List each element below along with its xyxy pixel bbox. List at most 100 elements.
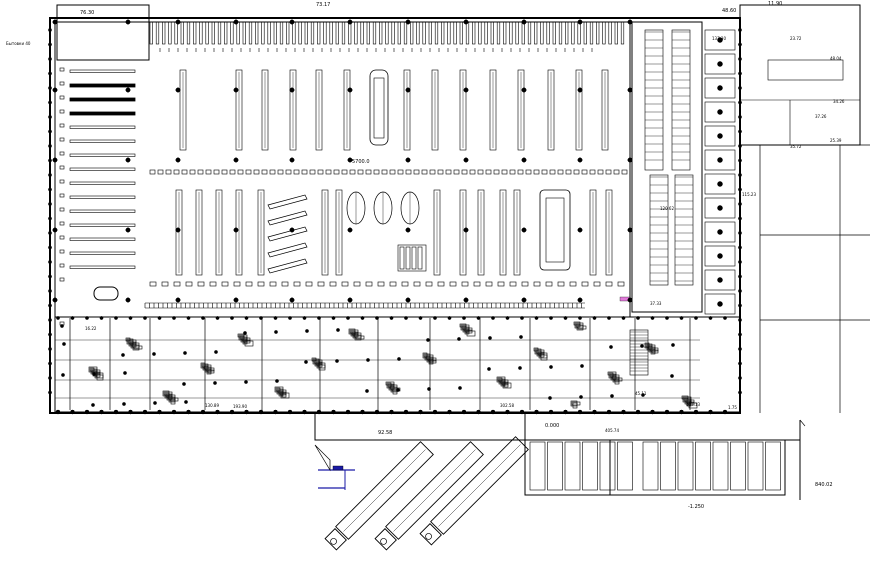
column-dot [347, 19, 353, 25]
perimeter-shelf [180, 21, 184, 45]
label-lower-right-a: 407.13 [686, 402, 700, 407]
mid-band-cell [621, 169, 628, 175]
wall-column [738, 202, 742, 206]
wall-column [738, 216, 742, 221]
gondola-upper [343, 69, 351, 151]
service-stair [629, 329, 649, 376]
service-fixture [463, 327, 473, 332]
left-shelf-row [69, 195, 136, 199]
label-top-right-a: 48.60 [722, 8, 736, 14]
side-room-fixture [717, 85, 723, 91]
service-fixture [459, 323, 467, 328]
mid-band-cell [229, 169, 236, 175]
service-fixture [200, 362, 206, 369]
service-fixture [127, 339, 137, 344]
gondola-upper [517, 69, 525, 151]
left-shelf-row [69, 181, 136, 185]
service-fixture [575, 323, 581, 328]
dock-ramp [314, 444, 331, 472]
wall-column [48, 144, 52, 148]
column-dot [627, 87, 633, 93]
mid-band-cell [421, 169, 428, 175]
service-wing-outline [54, 316, 741, 413]
parking-bay [695, 441, 711, 491]
left-shelf-row [69, 209, 136, 213]
wall-column [48, 289, 52, 293]
mid-band-cell [429, 169, 436, 175]
perimeter-shelf [261, 21, 265, 45]
column-dot [405, 19, 411, 25]
truck-trailer-icon [324, 441, 434, 551]
wall-column [374, 409, 380, 415]
perimeter-shelf [441, 21, 445, 45]
service-fixture [570, 400, 578, 407]
wall-column [738, 231, 742, 235]
service-fixture [572, 402, 578, 409]
service-equipment [61, 373, 65, 377]
label-right-room-e: 35.72 [790, 144, 802, 149]
service-equipment [244, 380, 248, 384]
warehouse-grid [740, 144, 870, 413]
mid-band-cell [341, 169, 348, 175]
truck-cab [374, 528, 397, 551]
perimeter-shelf [478, 21, 482, 45]
left-shelf-row [69, 251, 136, 255]
low-band-cell [401, 281, 409, 287]
wall-column [738, 260, 742, 264]
low-band-cell [185, 281, 193, 287]
label-parking-level: -1.250 [688, 504, 704, 510]
wall-column [534, 409, 539, 415]
service-fixture [503, 383, 509, 388]
service-fixture [205, 367, 215, 372]
perimeter-shelf [279, 21, 284, 45]
mid-band-cell [381, 169, 388, 175]
wall-column [664, 409, 670, 415]
column-dot [233, 87, 239, 93]
wall-column [738, 289, 742, 293]
service-fixture [577, 325, 587, 330]
service-fixture [91, 369, 101, 374]
low-band-cell [377, 281, 385, 287]
wall-column [738, 115, 742, 119]
perimeter-shelf [211, 21, 215, 45]
low-band-cell [449, 281, 457, 287]
wall-column [48, 57, 52, 61]
parking-bay [642, 441, 659, 491]
truck-trailer-icon [419, 436, 529, 546]
perimeter-shelf [558, 21, 563, 45]
mid-band-cell [333, 169, 340, 175]
wall-column [738, 28, 742, 32]
low-band-cell [293, 281, 301, 287]
gondola-lower [589, 189, 597, 276]
wall-column [738, 318, 742, 322]
column-dot [347, 227, 353, 233]
side-room [704, 149, 736, 171]
low-band-cell [341, 281, 349, 287]
service-equipment [671, 343, 675, 347]
column-dot [405, 227, 411, 233]
label-south-c: 193.90 [233, 404, 247, 409]
perimeter-shelf [372, 21, 377, 45]
service-fixture [644, 342, 650, 349]
wall-column [273, 409, 278, 415]
service-fixture [613, 377, 623, 382]
service-equipment [487, 367, 491, 371]
perimeter-shelf [410, 21, 414, 45]
service-fixture [386, 382, 392, 389]
perimeter-shelf [521, 21, 525, 45]
parking-bay [765, 441, 781, 491]
wall-column [432, 409, 438, 415]
wall-column [738, 390, 742, 395]
service-equipment [183, 351, 187, 355]
left-shelf-row [69, 139, 136, 143]
wall-column [693, 409, 699, 415]
label-top-right-b: 11.90 [768, 1, 782, 7]
truck-trailer-icon [374, 441, 484, 551]
low-band-cell [557, 281, 565, 287]
service-fixture [355, 335, 365, 340]
low-band-cell [389, 281, 397, 287]
perimeter-shelf [255, 21, 259, 45]
column-dot [521, 297, 527, 303]
perimeter-shelf [335, 21, 339, 45]
